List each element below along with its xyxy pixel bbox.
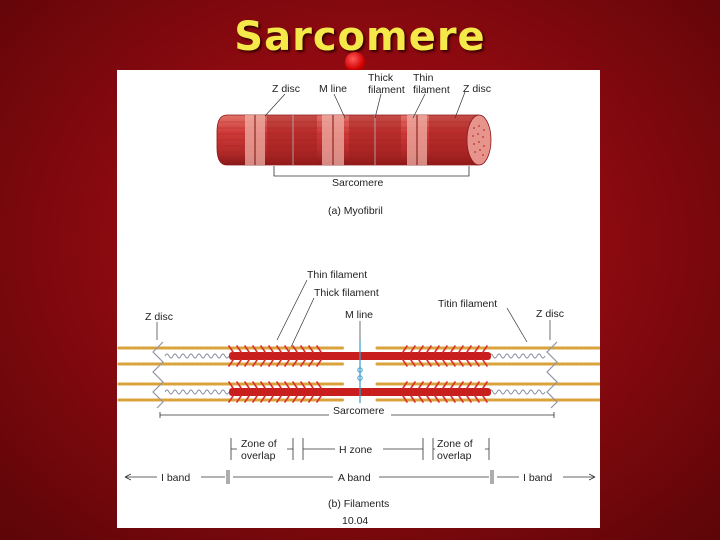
i-band-left-label: I band <box>161 472 190 484</box>
thick-filament-label: Thick filament <box>314 287 379 299</box>
h-zone-label: H zone <box>339 444 372 456</box>
myofibril-sarcomere-label: Sarcomere <box>332 177 384 189</box>
filaments-caption: (b) Filaments <box>328 498 389 510</box>
myofibril-m-line-label: M line <box>319 83 347 95</box>
filaments-m-line-label: M line <box>345 309 373 321</box>
myofibril-thick-filament-label-2: filament <box>368 84 405 96</box>
z-discs <box>152 341 558 409</box>
filaments-z-disc-left-label: Z disc <box>145 311 173 323</box>
filaments-z-disc-right-label: Z disc <box>536 308 564 320</box>
myofibril-thin-filament-label-2: filament <box>413 84 450 96</box>
bullet-dot-icon <box>345 52 365 72</box>
myofibril-z-disc-left-label: Z disc <box>272 83 300 95</box>
filaments-sarcomere-label: Sarcomere <box>333 405 385 417</box>
myofibril-thick-filament-label-1: Thick <box>368 72 394 84</box>
myofibril-thin-filament-label-1: Thin <box>413 72 434 84</box>
thin-filament-label: Thin filament <box>307 269 367 281</box>
titin-coils <box>164 353 546 395</box>
zone-overlap-left-label-2: overlap <box>241 450 276 462</box>
figure-number: 10.04 <box>342 515 368 527</box>
myofibril-z-disc-right-label: Z disc <box>463 83 491 95</box>
a-band-label: A band <box>338 472 371 484</box>
sarcomere-figure: Z disc M line Thick filament Thin filame… <box>117 70 600 528</box>
i-band-right-label: I band <box>523 472 552 484</box>
zone-overlap-right-label-2: overlap <box>437 450 472 462</box>
filament-assembly <box>117 340 600 412</box>
myofibril-illustration <box>216 114 492 166</box>
titin-filament-label: Titin filament <box>438 298 497 310</box>
zone-overlap-left-label-1: Zone of <box>241 438 277 450</box>
myofibril-sarcomere-bracket <box>273 166 470 177</box>
zone-overlap-right-label-1: Zone of <box>437 438 473 450</box>
m-line-structure <box>357 340 363 412</box>
myofibril-caption: (a) Myofibril <box>328 205 383 217</box>
